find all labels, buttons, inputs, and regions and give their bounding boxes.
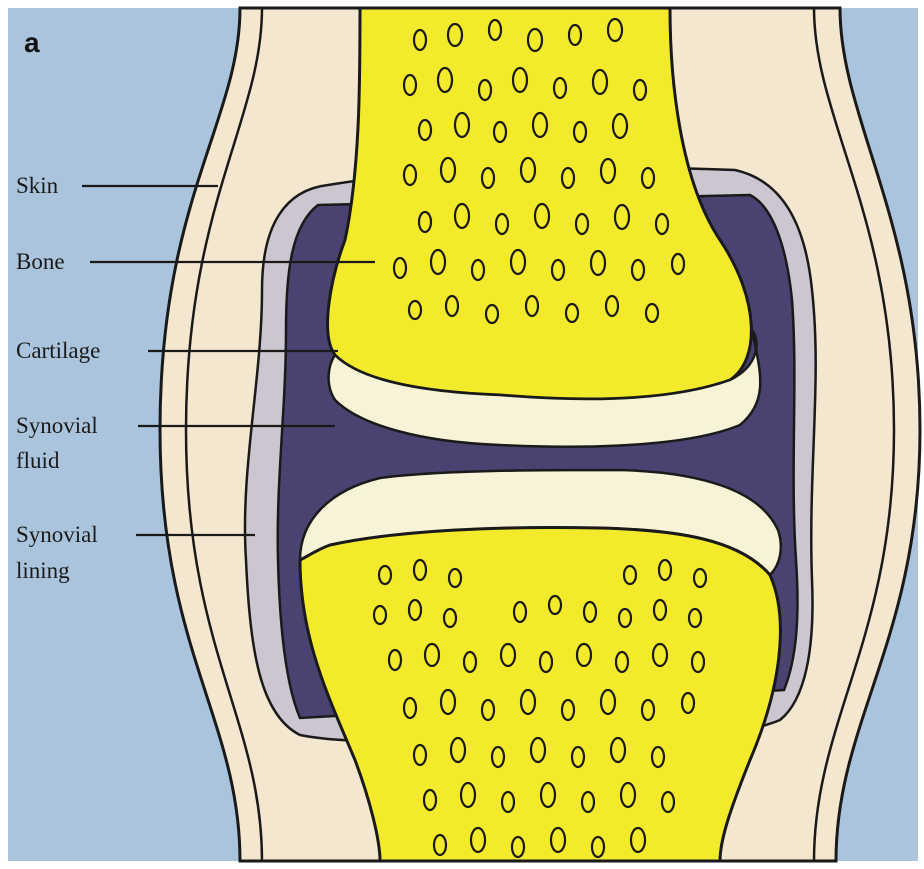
lower-bone (300, 528, 780, 861)
label-synovial-lining-line1: Synovial (16, 522, 98, 547)
label-synovial-fluid-line1: Synovial (16, 413, 98, 438)
label-skin: Skin (16, 173, 59, 198)
label-synovial-fluid-line2: fluid (16, 448, 60, 473)
label-cartilage: Cartilage (16, 338, 100, 363)
panel-label: a (24, 27, 40, 58)
label-bone: Bone (16, 249, 65, 274)
label-synovial-lining-line2: lining (16, 558, 70, 583)
